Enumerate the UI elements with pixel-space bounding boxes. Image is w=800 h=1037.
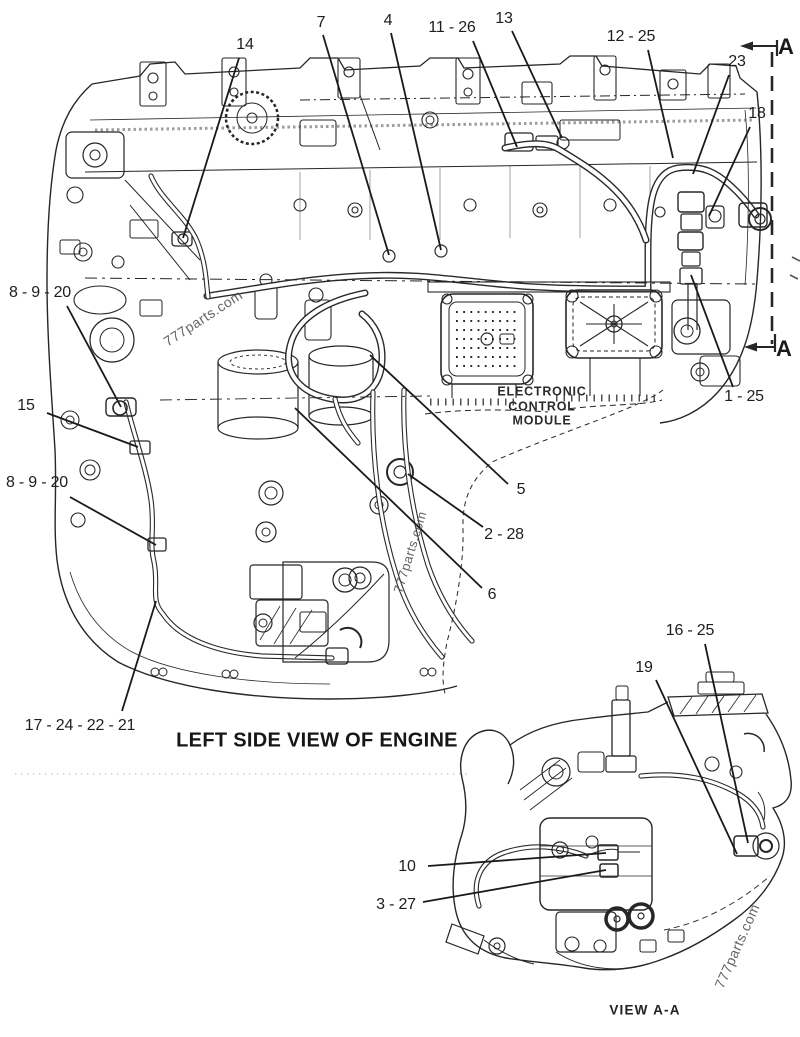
callout-leader (708, 126, 751, 217)
callout-leader (369, 354, 509, 485)
engine-front-left (46, 83, 201, 561)
engine-center-machinery (217, 132, 570, 590)
callout-leader (182, 57, 240, 239)
callout-label: 2 - 28 (484, 526, 524, 543)
callout-leader (121, 600, 157, 712)
callout-leader-lines (46, 30, 751, 903)
section-letter-a-top: A (778, 34, 794, 59)
main-view-caption: LEFT SIDE VIEW OF ENGINE (176, 729, 458, 752)
callout-leader (647, 49, 674, 159)
callout-leader (294, 407, 483, 589)
callout-leader (407, 473, 484, 528)
callout-leader (655, 679, 738, 855)
callout-label: 8 - 9 - 20 (8, 284, 72, 301)
ecm-assembly (424, 281, 671, 415)
callout-label: 12 - 25 (606, 28, 656, 45)
ecm-text-label: ELECTRONIC CONTROL MODULE (497, 384, 586, 428)
callout-leader (511, 30, 563, 139)
right-fitting-cluster (659, 91, 772, 424)
callout-label: 17 - 24 - 22 - 21 (24, 717, 136, 734)
callout-leader (390, 32, 442, 251)
callout-label: 19 (635, 659, 653, 676)
callout-leader (46, 412, 139, 448)
callout-leader (472, 40, 518, 148)
callout-label: 3 - 27 (376, 896, 416, 913)
callout-label: 18 (748, 105, 766, 122)
callout-leader (690, 274, 734, 388)
callout-leader (692, 74, 730, 175)
centerlines (15, 256, 800, 775)
callout-label: 6 (487, 586, 497, 603)
fuel-lines-and-hoses (105, 144, 756, 658)
callout-label: 8 - 9 - 20 (5, 474, 69, 491)
ecm-text-line1: ELECTRONIC (497, 384, 587, 399)
callout-leader (69, 496, 157, 546)
ecm-text-line2: CONTROL (508, 398, 576, 413)
callout-leader (322, 34, 390, 256)
top-mounting-band (84, 55, 758, 240)
view-a-a-drawing (445, 671, 792, 971)
ecm-text-line3: MODULE (512, 413, 572, 428)
callout-label: 10 (398, 858, 416, 875)
section-letter-a-bottom: A (776, 336, 792, 361)
callout-leader (704, 643, 749, 844)
callout-label: 4 (383, 12, 393, 29)
callout-leader (66, 305, 122, 408)
callout-leader (422, 869, 607, 903)
callout-label: 23 (728, 53, 746, 70)
callout-label: 1 - 25 (724, 388, 764, 405)
callout-label: 5 (516, 481, 526, 498)
callout-label: 15 (17, 397, 35, 414)
callout-leader (427, 852, 607, 867)
callout-label: 13 (495, 10, 513, 27)
callout-label: 16 - 25 (665, 622, 715, 639)
oil-pan-and-bracket (56, 559, 458, 700)
view-a-a-caption: VIEW A-A (609, 1002, 681, 1018)
callout-label: 7 (316, 14, 326, 31)
callout-label: 11 - 26 (428, 19, 476, 36)
section-line-a-a (740, 40, 779, 352)
callout-label: 14 (236, 36, 254, 53)
